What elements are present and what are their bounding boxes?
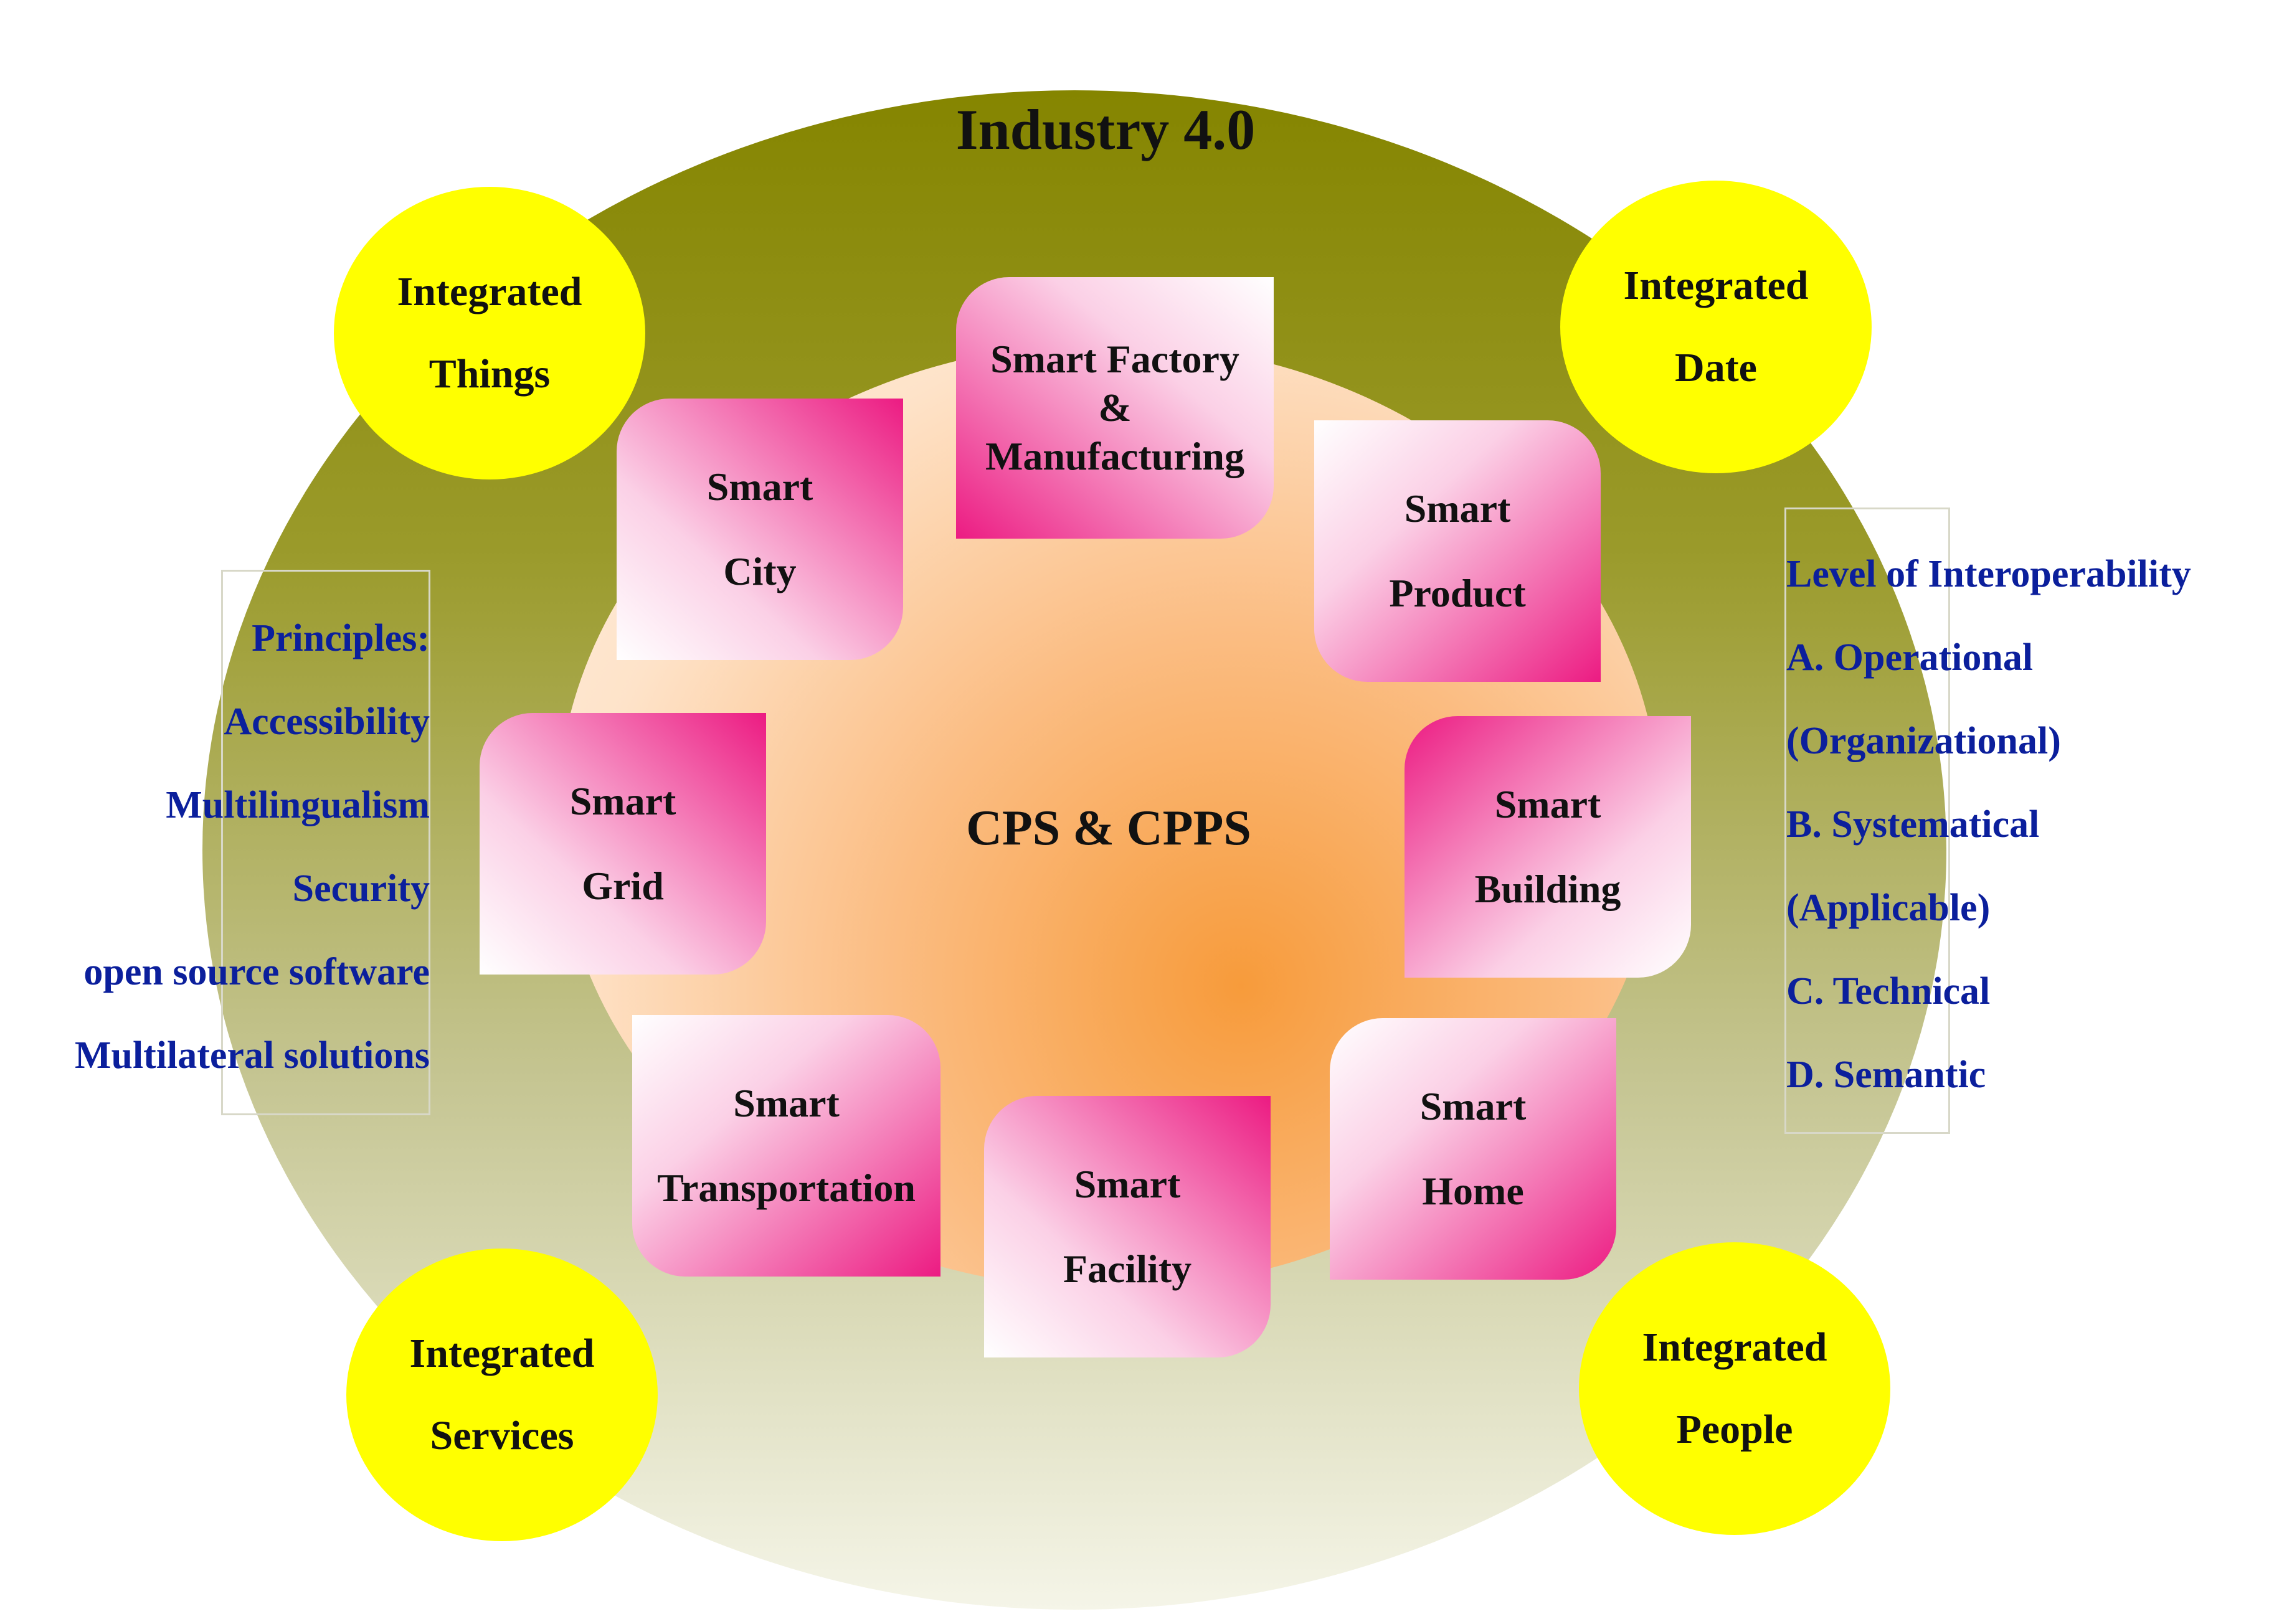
badge-integrated-date: Integrated Date [1560, 181, 1872, 473]
tile-smart-home: Smart Home [1330, 1018, 1616, 1280]
badge-integrated-services: Integrated Services [346, 1249, 658, 1541]
tile-line: Smart [1494, 782, 1601, 826]
principle-item: Accessibility [224, 701, 430, 743]
interoperability-item: D. Semantic [1786, 1054, 1986, 1096]
tile-smart-factory: Smart Factory & Manufacturing [956, 277, 1274, 539]
tile-smart-grid: Smart Grid [480, 713, 766, 975]
principle-item: Multilateral solutions [74, 1034, 430, 1077]
tile-smart-city: Smart City [617, 399, 903, 660]
badge-integrated-things: Integrated Things [334, 187, 645, 479]
tile-line: Smart [1074, 1162, 1181, 1206]
tile-line: Smart [1419, 1084, 1527, 1128]
badge-line: People [1676, 1407, 1793, 1452]
tile-line: City [723, 549, 797, 593]
badge-line: Date [1675, 345, 1757, 390]
tile-line: Manufacturing [985, 434, 1244, 478]
tile-line: Smart [1404, 486, 1511, 531]
interoperability-item: A. Operational [1786, 636, 2034, 679]
interoperability-box [1784, 507, 1950, 1134]
interoperability-item: Level of Interoperability [1786, 553, 2191, 595]
tile-line: Product [1389, 571, 1526, 615]
inner-title: CPS & CPPS [966, 801, 1251, 856]
badge-line: Integrated [409, 1331, 595, 1376]
principle-item: open source software [83, 951, 430, 993]
badge-line: Integrated [1642, 1324, 1827, 1370]
tile-smart-product: Smart Product [1314, 420, 1601, 682]
tile-line: Grid [582, 864, 664, 908]
tile-smart-transportation: Smart Transportation [632, 1015, 940, 1277]
principle-item: Security [292, 867, 430, 910]
tile-line: Smart [733, 1081, 840, 1125]
tile-line: Smart [569, 779, 676, 823]
tile-smart-building: Smart Building [1405, 716, 1691, 978]
badge-integrated-people: Integrated People [1579, 1242, 1890, 1535]
interoperability-item: B. Systematical [1786, 803, 2040, 846]
principle-item: Multilingualism [166, 784, 430, 826]
interoperability-item: (Applicable) [1786, 887, 1991, 929]
badge-line: Services [430, 1413, 574, 1458]
tile-line: & [1098, 385, 1132, 430]
principles-list: Principles: Accessibility Multilingualis… [0, 597, 430, 1097]
outer-title: Industry 4.0 [955, 98, 1256, 161]
interoperability-item: (Organizational) [1786, 720, 2061, 762]
tile-line: Smart [706, 465, 813, 509]
tile-line: Home [1422, 1169, 1524, 1213]
tile-line: Transportation [657, 1166, 916, 1210]
principles-box [221, 570, 430, 1115]
tile-smart-facility: Smart Facility [984, 1096, 1271, 1357]
badge-line: Integrated [1623, 263, 1809, 308]
tile-line: Facility [1063, 1247, 1192, 1291]
interoperability-list: Level of Interoperability A. Operational… [1786, 532, 2191, 1116]
tile-line: Smart Factory [990, 337, 1239, 381]
badge-line: Integrated [397, 269, 582, 314]
interoperability-item: C. Technical [1786, 970, 1991, 1013]
tile-line: Building [1474, 867, 1621, 911]
principle-item: Principles: [252, 617, 430, 659]
badge-line: Things [429, 351, 551, 397]
